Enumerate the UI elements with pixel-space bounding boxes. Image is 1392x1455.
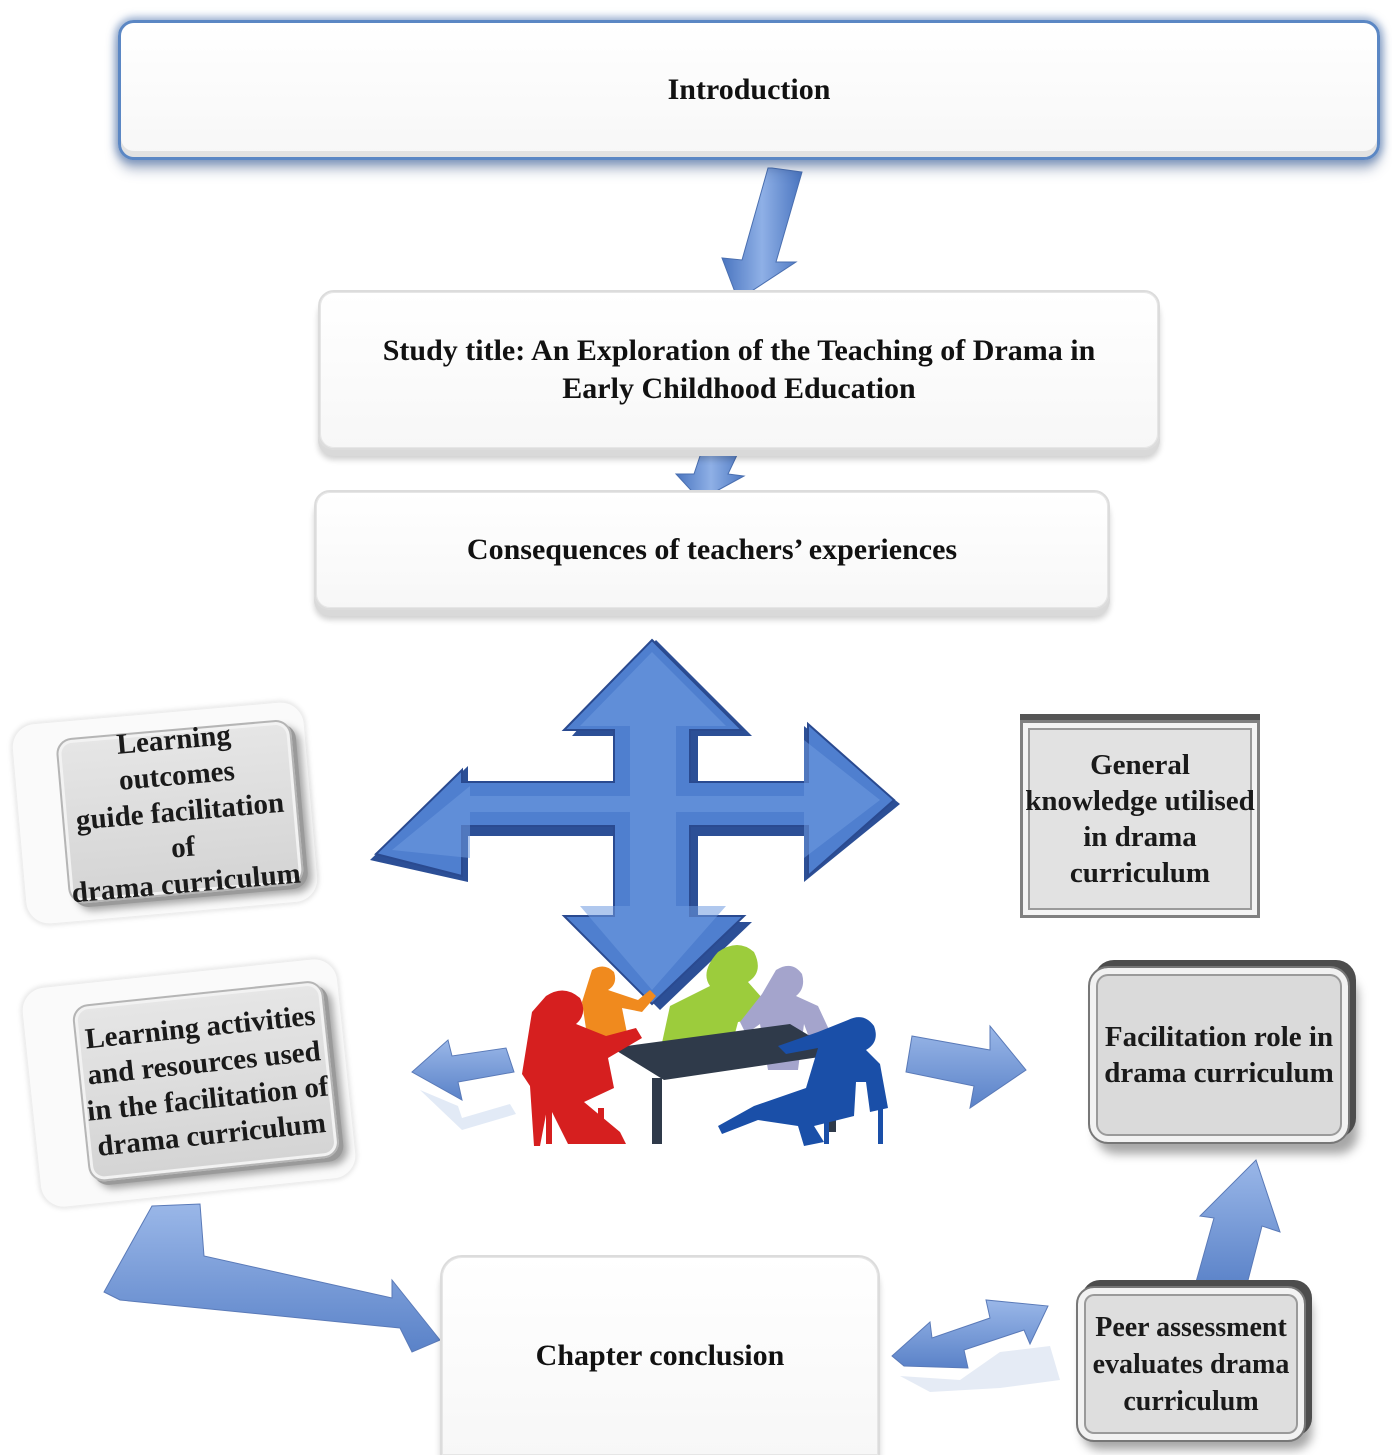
learning-outcomes-frame: Learning outcomes guide facilitation of … [9,699,321,927]
study-title-line1: Study title: An Exploration of the Teach… [382,334,1096,367]
learning-activities-box: Learning activities and resources used i… [71,979,341,1183]
meeting-illustration [522,945,888,1146]
chapter-conclusion-label: Chapter conclusion [535,1339,785,1372]
general-knowledge-line: knowledge utilised [1025,785,1255,817]
general-knowledge-line: in drama [1083,821,1197,853]
general-knowledge-box: General knowledge utilised in drama curr… [1020,720,1260,918]
double-arrow-conclusion-peer [891,1299,1049,1369]
arrow-to-learning-activities [411,1039,515,1101]
general-knowledge-line: General [1090,749,1190,781]
arrow-intro-to-title [721,167,803,301]
peer-assessment-box: Peer assessment evaluates drama curricul… [1076,1286,1306,1442]
consequences-label: Consequences of teachers’ experiences [466,533,958,566]
consequences-box: Consequences of teachers’ experiences [314,490,1110,610]
introduction-box: Introduction [118,20,1380,160]
four-way-arrow-icon [370,638,900,1010]
facilitation-role-box: Facilitation role in drama curriculum [1088,966,1350,1144]
learning-activities-frame: Learning activities and resources used i… [19,955,359,1211]
chapter-conclusion-box: Chapter conclusion [440,1255,880,1455]
study-title-box: Study title: An Exploration of the Teach… [318,290,1160,450]
facilitation-role-line: Facilitation role in [1104,1021,1334,1053]
study-title-line2: Early Childhood Education [562,372,916,405]
arrow-peer-to-facilitation [1195,1159,1281,1289]
peer-assessment-line: evaluates drama [1092,1348,1290,1380]
peer-assessment-line: curriculum [1123,1385,1259,1417]
arrow-to-facilitation-role [905,1024,1027,1110]
introduction-label: Introduction [667,73,831,106]
learning-outcomes-box: Learning outcomes guide facilitation of … [55,718,305,909]
facilitation-role-line: drama curriculum [1104,1057,1334,1089]
peer-assessment-line: Peer assessment [1095,1311,1287,1343]
arrow-activities-to-conclusion [103,1203,441,1353]
general-knowledge-line: curriculum [1069,857,1211,889]
